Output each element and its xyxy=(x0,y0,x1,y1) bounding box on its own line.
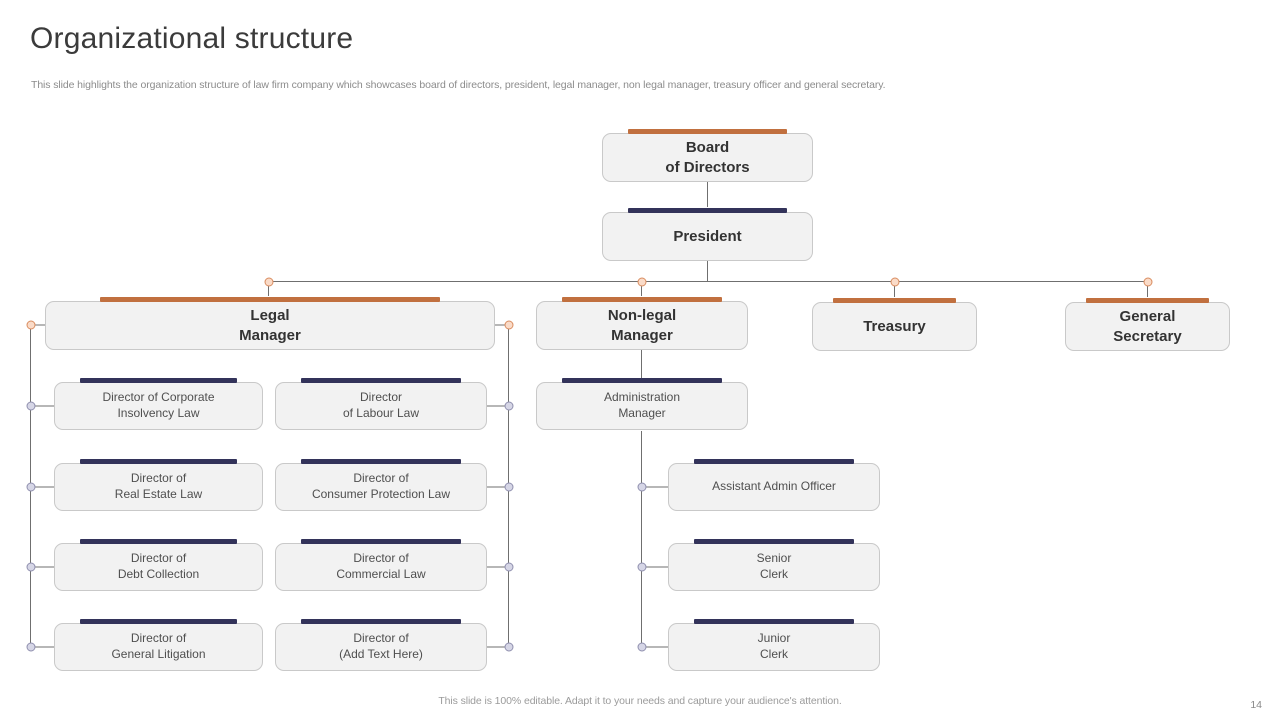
footer-note: This slide is 100% editable. Adapt it to… xyxy=(438,695,842,707)
node-label: Director of Consumer Protection Law xyxy=(311,471,451,501)
accent-bar-navy xyxy=(79,459,238,464)
connector-dot-admin-2 xyxy=(637,562,646,572)
page-title: Organizational structure xyxy=(30,22,354,55)
connector-dot-nonlegal-manager xyxy=(637,277,646,286)
node-junior-clerk[interactable]: Junior Clerk xyxy=(668,619,880,671)
accent-bar-orange xyxy=(628,129,787,134)
accent-bar-navy xyxy=(79,619,238,624)
connector-dot-legal-left-root xyxy=(26,320,35,330)
accent-bar-navy xyxy=(79,539,238,544)
accent-bar-navy xyxy=(301,459,461,464)
node-director-commercial-law[interactable]: Director of Commercial Law xyxy=(275,539,487,591)
node-president[interactable]: President xyxy=(602,208,813,261)
connector-dot-left-4 xyxy=(26,642,35,652)
node-treasury[interactable]: Treasury xyxy=(812,298,977,351)
node-label: Director of Commercial Law xyxy=(336,551,426,581)
accent-bar-orange xyxy=(562,297,722,302)
node-label: Director of Corporate Insolvency Law xyxy=(102,390,215,420)
node-director-add-text-here[interactable]: Director of (Add Text Here) xyxy=(275,619,487,671)
node-nonlegal-manager[interactable]: Non-legal Manager xyxy=(536,297,748,350)
accent-bar-navy xyxy=(79,378,238,383)
connector-dot-right-3 xyxy=(504,562,513,572)
page-subtitle: This slide highlights the organization s… xyxy=(31,79,886,91)
node-label: Director of (Add Text Here) xyxy=(339,631,423,661)
accent-bar-navy xyxy=(694,619,854,624)
node-label: Non-legal Manager xyxy=(607,306,677,344)
connector-dot-legal-manager xyxy=(264,277,273,286)
node-label: Administration Manager xyxy=(603,390,681,420)
node-label: Senior Clerk xyxy=(756,551,792,581)
connector-dot-left-2 xyxy=(26,482,35,492)
accent-bar-orange xyxy=(1085,298,1210,303)
node-director-real-estate-law[interactable]: Director of Real Estate Law xyxy=(54,459,263,511)
node-label: Treasury xyxy=(863,317,926,335)
connector-dot-admin-1 xyxy=(637,482,646,492)
node-label: Director of Real Estate Law xyxy=(114,471,203,501)
node-label: Assistant Admin Officer xyxy=(712,479,836,494)
node-senior-clerk[interactable]: Senior Clerk xyxy=(668,539,880,591)
connector-dot-legal-right-root xyxy=(504,320,513,330)
node-director-general-litigation[interactable]: Director of General Litigation xyxy=(54,619,263,671)
connector-dot-general-secretary xyxy=(1143,277,1152,286)
node-label: Director of General Litigation xyxy=(111,631,206,661)
node-label: Director of Labour Law xyxy=(342,390,420,420)
connector-dot-right-2 xyxy=(504,482,513,492)
node-label: President xyxy=(673,227,742,245)
accent-bar-navy xyxy=(301,619,461,624)
node-director-consumer-protection-law[interactable]: Director of Consumer Protection Law xyxy=(275,459,487,511)
node-director-corporate-insolvency-law[interactable]: Director of Corporate Insolvency Law xyxy=(54,378,263,430)
node-administration-manager[interactable]: Administration Manager xyxy=(536,378,748,430)
accent-bar-orange xyxy=(832,298,957,303)
accent-bar-navy xyxy=(301,378,461,383)
node-label: Board of Directors xyxy=(665,138,750,176)
connector-dot-admin-3 xyxy=(637,642,646,652)
node-label: Director of Debt Collection xyxy=(117,551,200,581)
node-legal-manager[interactable]: Legal Manager xyxy=(45,297,495,350)
accent-bar-orange xyxy=(99,297,441,302)
node-director-labour-law[interactable]: Director of Labour Law xyxy=(275,378,487,430)
accent-bar-navy xyxy=(694,539,854,544)
node-director-debt-collection[interactable]: Director of Debt Collection xyxy=(54,539,263,591)
node-label: Legal Manager xyxy=(239,306,301,344)
accent-bar-navy xyxy=(562,378,722,383)
node-label: General Secretary xyxy=(1113,307,1182,345)
connector-dot-treasury xyxy=(890,277,899,286)
node-board-of-directors[interactable]: Board of Directors xyxy=(602,129,813,182)
connector-dot-left-3 xyxy=(26,562,35,572)
accent-bar-navy xyxy=(628,208,787,213)
connector-dot-left-1 xyxy=(26,401,35,411)
connector-dot-right-1 xyxy=(504,401,513,411)
node-general-secretary[interactable]: General Secretary xyxy=(1065,298,1230,351)
accent-bar-navy xyxy=(301,539,461,544)
node-label: Junior Clerk xyxy=(757,631,791,661)
page-number: 14 xyxy=(1250,699,1262,711)
connector-dot-right-4 xyxy=(504,642,513,652)
node-assistant-admin-officer[interactable]: Assistant Admin Officer xyxy=(668,459,880,511)
accent-bar-navy xyxy=(694,459,854,464)
